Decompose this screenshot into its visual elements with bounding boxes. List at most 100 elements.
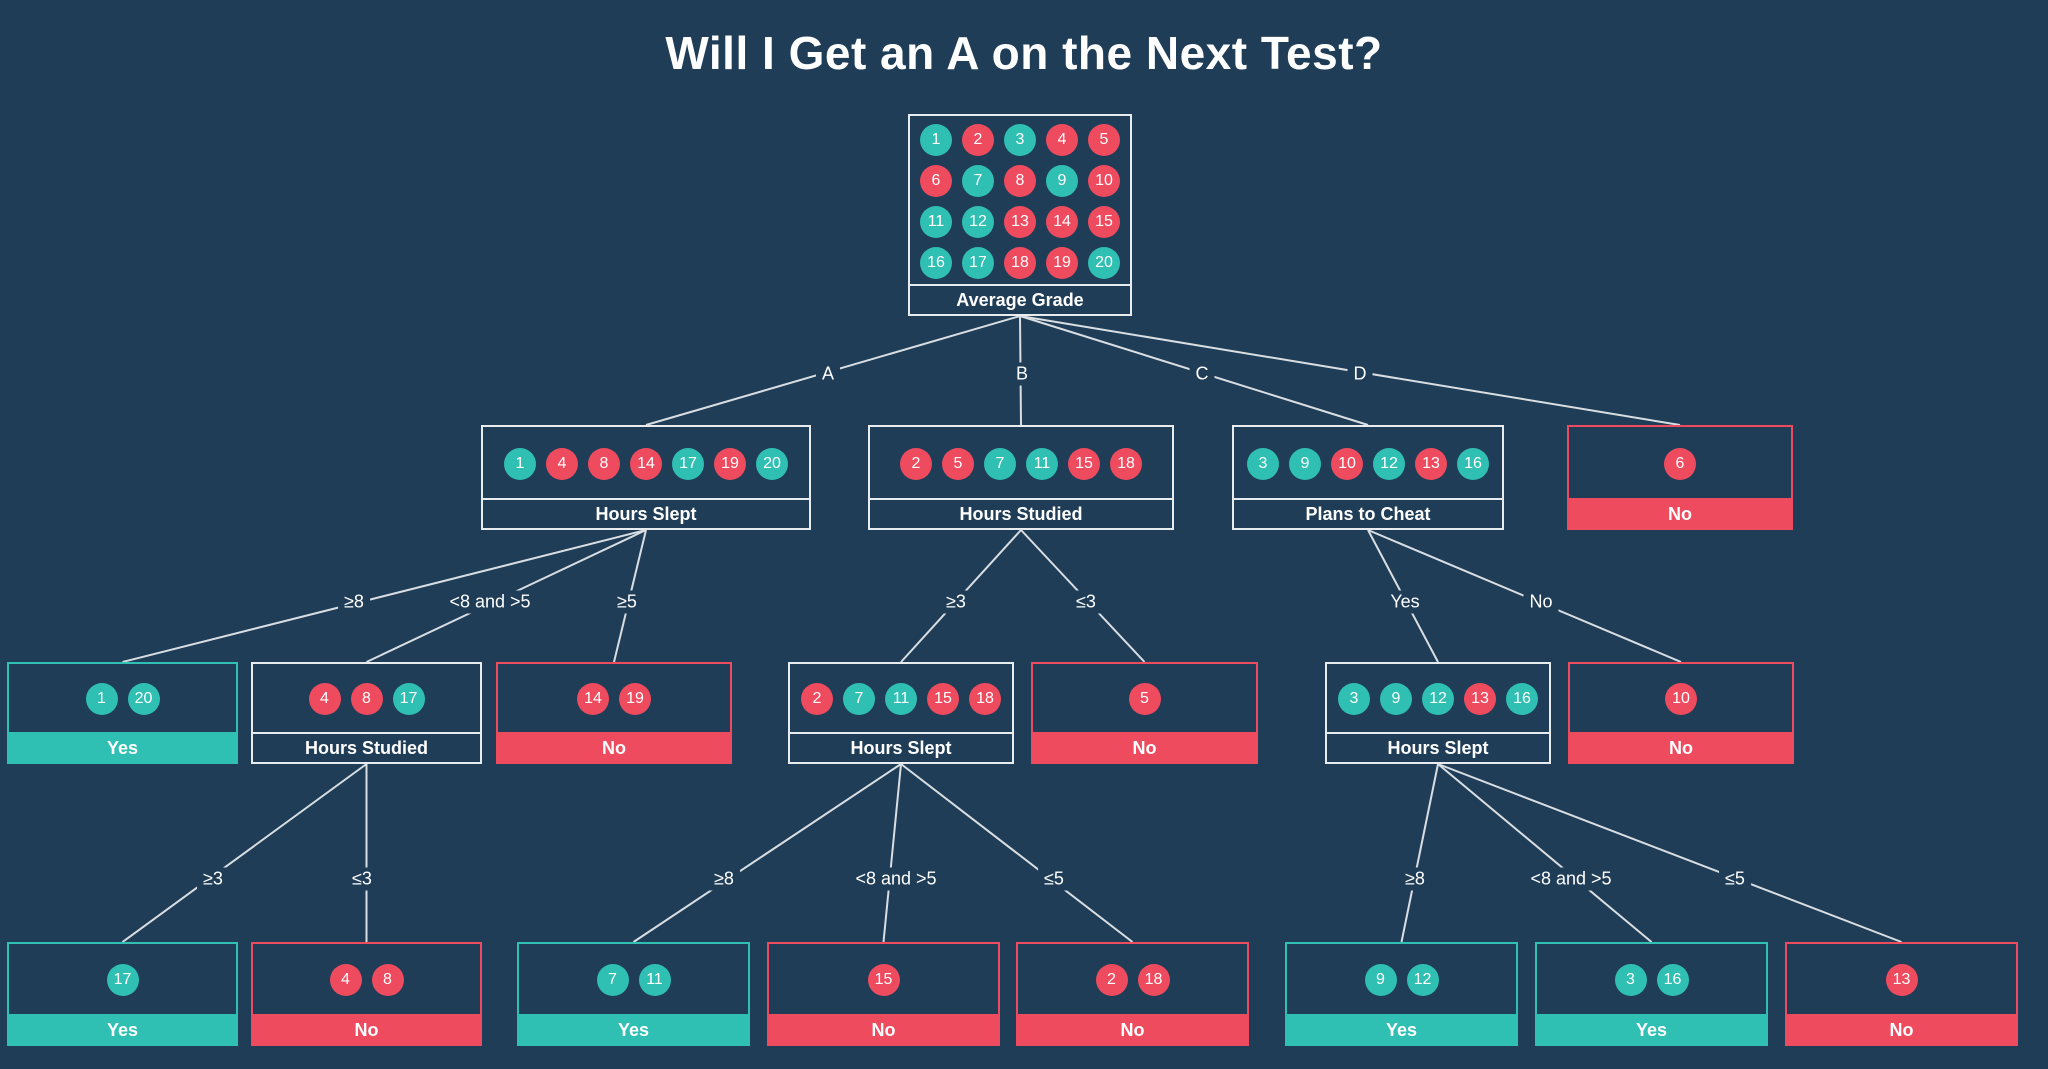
edge-label: ≤5 xyxy=(1038,867,1070,891)
edge-b1-b1c xyxy=(900,763,1134,943)
sample-circle: 14 xyxy=(1046,205,1078,238)
edge-label: A xyxy=(815,362,841,386)
edge-b1-b1a xyxy=(632,763,902,943)
sample-circle: 1 xyxy=(504,447,536,480)
edge-label: ≤3 xyxy=(1070,590,1102,614)
node-label: Hours Studied xyxy=(253,732,480,762)
edge-label: <8 and >5 xyxy=(1524,867,1618,891)
edge-c1-c1b xyxy=(1437,763,1653,943)
sample-circle: 2 xyxy=(900,447,932,480)
edge-label: ≥8 xyxy=(708,867,740,891)
sample-circle: 20 xyxy=(1088,246,1120,279)
sample-circle: 8 xyxy=(350,683,383,715)
sample-circle: 15 xyxy=(927,683,959,715)
node-label: No xyxy=(498,732,730,762)
node-label: Yes xyxy=(1537,1014,1766,1044)
sample-circle: 17 xyxy=(106,964,139,996)
node-label: Yes xyxy=(9,732,236,762)
node-label: Hours Slept xyxy=(790,732,1012,762)
edge-label: ≥8 xyxy=(338,590,370,614)
sample-group: 17 xyxy=(9,944,236,1016)
sample-circle: 20 xyxy=(127,683,160,715)
sample-circle: 3 xyxy=(1004,123,1036,156)
node-label: Yes xyxy=(519,1014,748,1044)
edge-label: C xyxy=(1189,362,1215,386)
edge-label: Yes xyxy=(1384,590,1426,614)
sample-circle: 13 xyxy=(1464,683,1496,715)
sample-circle: 4 xyxy=(308,683,341,715)
sample-circle: 7 xyxy=(843,683,875,715)
sample-circle: 12 xyxy=(1406,964,1439,996)
sample-circle: 12 xyxy=(1422,683,1454,715)
sample-circle: 5 xyxy=(942,447,974,480)
edge-label: ≥3 xyxy=(940,590,972,614)
sample-circle: 3 xyxy=(1614,964,1647,996)
edge-label: B xyxy=(1009,362,1035,386)
edge-a2-a2a xyxy=(121,763,368,943)
edge-label: <8 and >5 xyxy=(849,867,943,891)
sample-circle: 11 xyxy=(920,205,952,238)
sample-circle: 9 xyxy=(1364,964,1397,996)
sample-circle: 13 xyxy=(1415,447,1447,480)
sample-circle: 7 xyxy=(962,164,994,197)
sample-group: 5 xyxy=(1033,664,1256,734)
sample-circle: 16 xyxy=(920,246,952,279)
sample-circle: 3 xyxy=(1338,683,1370,715)
sample-circle: 17 xyxy=(392,683,425,715)
sample-circle: 15 xyxy=(1088,205,1120,238)
edge-label: <8 and >5 xyxy=(443,590,537,614)
node-label: Plans to Cheat xyxy=(1234,498,1502,528)
node-label: No xyxy=(1033,732,1256,762)
sample-group: 3 16 xyxy=(1537,944,1766,1016)
sample-circle: 18 xyxy=(1137,964,1170,996)
edge-label: ≥5 xyxy=(611,590,643,614)
edge-label: ≥3 xyxy=(197,867,229,891)
sample-group: 1 20 xyxy=(9,664,236,734)
sample-circle: 12 xyxy=(1373,447,1405,480)
sample-circle: 4 xyxy=(1046,123,1078,156)
sample-group: 10 xyxy=(1570,664,1792,734)
sample-circle: 10 xyxy=(1088,164,1120,197)
sample-circle: 10 xyxy=(1331,447,1363,480)
sample-circle: 2 xyxy=(1095,964,1128,996)
node-label: No xyxy=(1787,1014,2016,1044)
sample-circle: 19 xyxy=(1046,246,1078,279)
sample-circle: 14 xyxy=(577,683,609,715)
sample-circle: 19 xyxy=(619,683,651,715)
sample-circle: 1 xyxy=(85,683,118,715)
sample-group: 15 xyxy=(769,944,998,1016)
sample-circle: 18 xyxy=(1110,447,1142,480)
sample-circle: 13 xyxy=(1004,205,1036,238)
edge-a-a1 xyxy=(122,529,647,663)
sample-circle: 16 xyxy=(1656,964,1689,996)
sample-circle: 5 xyxy=(1088,123,1120,156)
sample-circle: 9 xyxy=(1046,164,1078,197)
edge-label: D xyxy=(1347,362,1373,386)
sample-circle: 8 xyxy=(588,447,620,480)
edge-b1-b1b xyxy=(882,763,902,943)
node-label: Hours Slept xyxy=(1327,732,1549,762)
edge-c1-c1a xyxy=(1400,763,1439,943)
sample-circle: 18 xyxy=(969,683,1001,715)
node-label: Hours Studied xyxy=(870,498,1172,528)
sample-circle: 11 xyxy=(638,964,671,996)
node-label: No xyxy=(1569,498,1791,528)
sample-circle: 9 xyxy=(1380,683,1412,715)
